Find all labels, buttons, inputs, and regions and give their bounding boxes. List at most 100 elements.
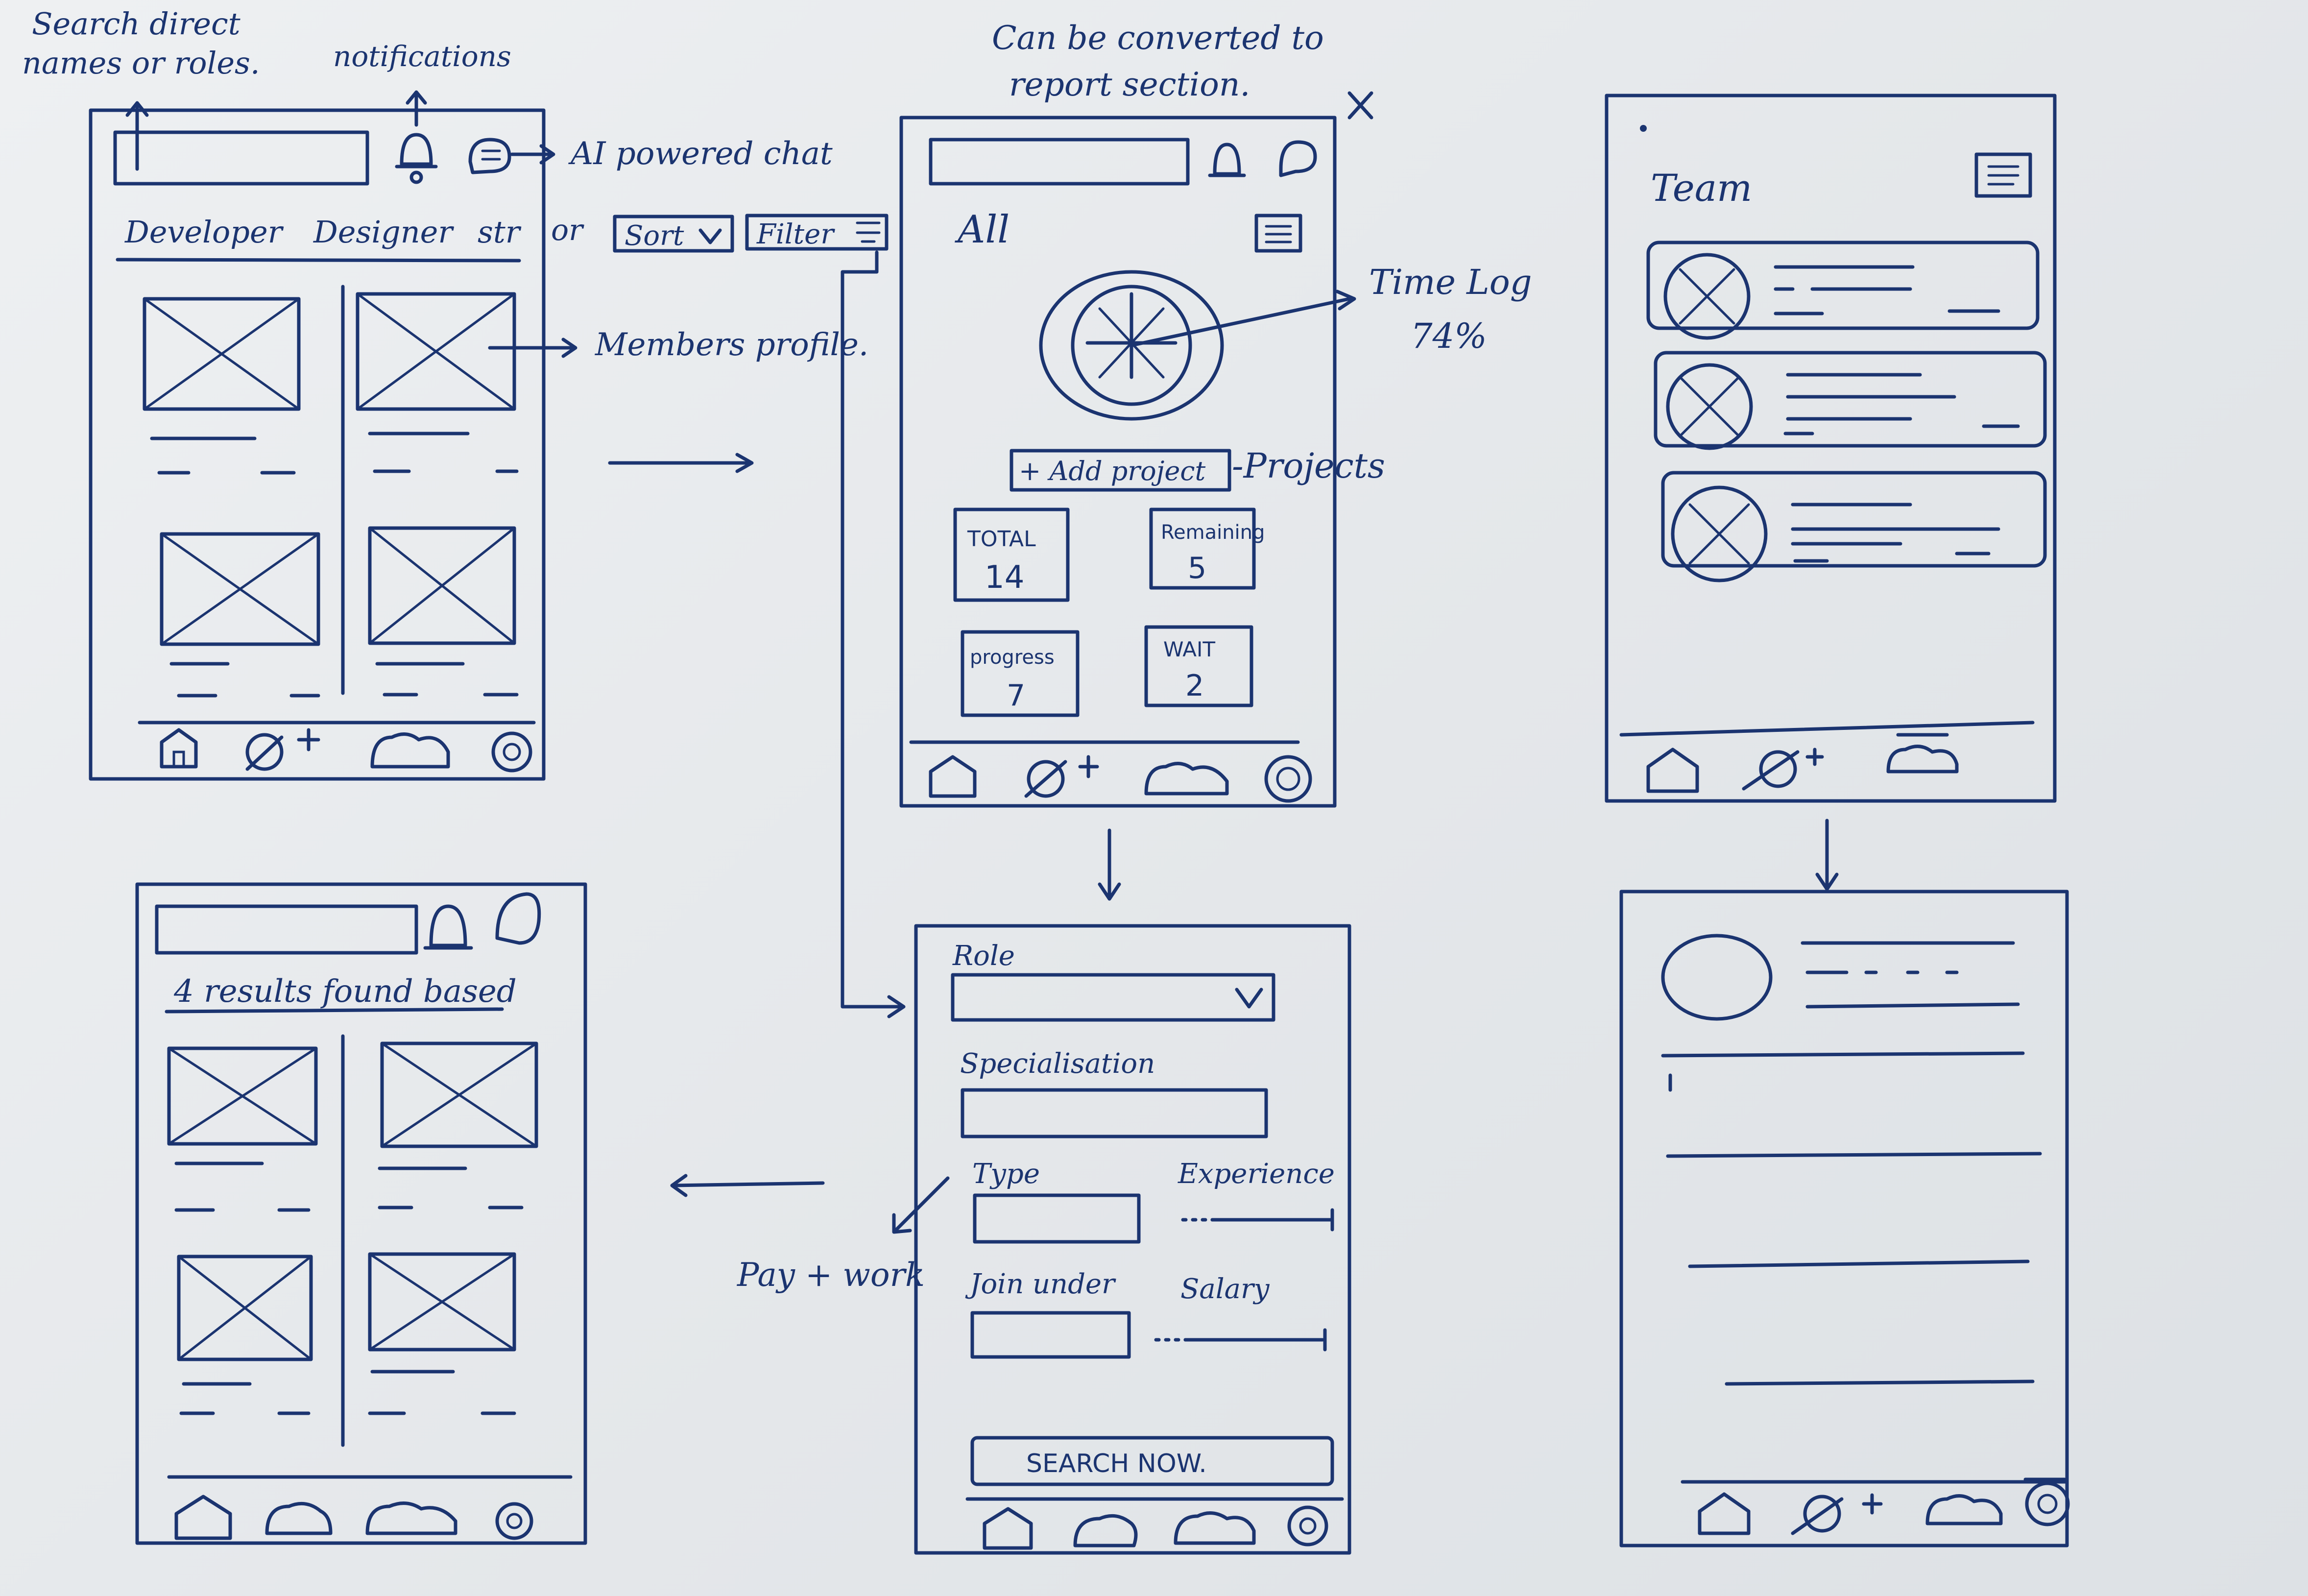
screen-member-profile	[1619, 890, 2070, 1548]
search-input[interactable]	[155, 904, 418, 955]
add-member-icon[interactable]	[1742, 748, 1824, 791]
stat-value: 5	[1188, 551, 1206, 585]
home-icon[interactable]	[160, 728, 198, 769]
type-label: Type	[972, 1158, 1040, 1190]
specialisation-label: Specialisation	[960, 1048, 1155, 1080]
sort-button[interactable]	[613, 215, 734, 253]
menu-icon[interactable]	[1974, 152, 2032, 198]
team-member-row[interactable]	[1661, 471, 2047, 582]
screen-frame	[1619, 890, 2069, 1548]
home-icon[interactable]	[929, 755, 977, 798]
team-icon[interactable]	[1925, 1494, 2003, 1525]
dashboard-heading: All	[955, 208, 1010, 252]
member-card[interactable]	[356, 292, 519, 473]
settings-icon[interactable]	[495, 1502, 533, 1540]
member-card[interactable]	[167, 1046, 318, 1212]
stat-card[interactable]: WAIT 2	[1144, 625, 1253, 707]
tab-designer[interactable]: Designer	[313, 214, 454, 250]
search-now-button[interactable]	[970, 1436, 1334, 1486]
role-select[interactable]	[951, 973, 1275, 1022]
stat-label: TOTAL	[967, 527, 1036, 552]
team-member-row[interactable]	[1654, 351, 2047, 450]
filter-button[interactable]	[745, 214, 889, 251]
chat-icon[interactable]	[495, 892, 541, 945]
screen-frame	[135, 882, 587, 1545]
search-input[interactable]	[929, 138, 1190, 186]
specialisation-input[interactable]	[961, 1088, 1268, 1138]
results-underline	[165, 1007, 504, 1014]
add-project-button[interactable]	[1010, 449, 1231, 492]
bell-icon[interactable]	[1208, 143, 1246, 177]
bell-icon[interactable]	[395, 133, 438, 184]
team-heading: Team	[1651, 166, 1752, 210]
team-icon[interactable]	[370, 732, 450, 769]
home-icon[interactable]	[983, 1507, 1033, 1550]
home-icon[interactable]	[174, 1495, 232, 1540]
member-card[interactable]	[378, 1041, 538, 1209]
settings-icon[interactable]	[491, 731, 532, 773]
role-label: Role	[952, 940, 1015, 972]
note-report-line1: Can be converted to	[992, 19, 1324, 57]
member-card[interactable]	[143, 297, 301, 475]
member-card[interactable]	[368, 526, 519, 697]
member-card[interactable]	[177, 1255, 313, 1415]
add-project-label: + Add project	[1019, 456, 1206, 486]
team-icon[interactable]	[1174, 1511, 1256, 1545]
tab-more[interactable]: str	[478, 214, 522, 250]
member-card[interactable]	[160, 532, 320, 698]
team-icon[interactable]	[1144, 762, 1229, 796]
profile-detail-line	[1666, 1152, 2042, 1158]
note-pay-work: Pay + work	[737, 1256, 925, 1294]
experience-slider[interactable]	[1181, 1208, 1334, 1232]
chevron-down-icon	[1235, 988, 1263, 1009]
avatar	[1661, 934, 1773, 1021]
stat-card[interactable]: Remaining 5	[1149, 508, 1265, 590]
bell-icon[interactable]	[423, 904, 473, 950]
screen-dashboard: All + Add project TOTAL 14 Remaining 5	[899, 116, 1356, 808]
note-time-log: Time Log	[1369, 262, 1532, 302]
chat-icon[interactable]	[1279, 140, 1317, 177]
home-icon[interactable]	[1698, 1492, 1751, 1535]
chevron-down-icon	[698, 228, 722, 244]
stat-card[interactable]: TOTAL 14	[953, 508, 1070, 602]
arrow-down-left	[894, 1176, 950, 1232]
salary-slider[interactable]	[1154, 1328, 1327, 1352]
screen-search-results: 4 results found based	[135, 882, 587, 1545]
add-member-icon[interactable]	[245, 728, 320, 771]
member-card[interactable]	[368, 1252, 516, 1415]
settings-icon[interactable]	[1287, 1505, 1328, 1547]
search-input[interactable]	[113, 130, 369, 186]
time-log-chart[interactable]	[1039, 270, 1224, 421]
team-icon[interactable]	[1073, 1514, 1138, 1548]
screen-search-form: Role Specialisation Type Experience Join…	[914, 924, 1351, 1555]
menu-icon[interactable]	[1254, 214, 1302, 253]
note-report-line2: report section.	[1009, 66, 1250, 103]
team-member-row[interactable]	[1646, 241, 2040, 340]
stat-value: 2	[1185, 669, 1204, 703]
join-under-input[interactable]	[970, 1311, 1131, 1359]
search-now-label: SEARCH NOW.	[1026, 1449, 1207, 1478]
add-member-icon[interactable]	[1024, 755, 1099, 798]
stat-card[interactable]: progress 7	[961, 630, 1080, 717]
tab-developer[interactable]: Developer	[124, 214, 284, 250]
note-notifications: notifications	[333, 40, 511, 73]
screen-frame	[899, 116, 1337, 808]
type-input[interactable]	[973, 1193, 1141, 1244]
add-member-icon[interactable]	[1791, 1493, 1883, 1535]
team-icon[interactable]	[1886, 733, 1959, 774]
stat-value: 14	[985, 559, 1024, 596]
team-icon[interactable]	[365, 1501, 457, 1535]
home-icon[interactable]	[1646, 748, 1699, 793]
results-text: 4 results found based	[173, 973, 517, 1010]
team-icon[interactable]	[265, 1501, 333, 1535]
salary-label: Salary	[1180, 1273, 1270, 1305]
settings-icon[interactable]	[2023, 1477, 2070, 1526]
filter-icon	[856, 221, 881, 243]
chat-icon[interactable]	[468, 138, 511, 174]
note-members-profile: Members profile.	[595, 327, 868, 363]
settings-icon[interactable]	[1264, 755, 1312, 803]
stat-label: WAIT	[1163, 637, 1215, 661]
screen-frame	[914, 924, 1351, 1555]
